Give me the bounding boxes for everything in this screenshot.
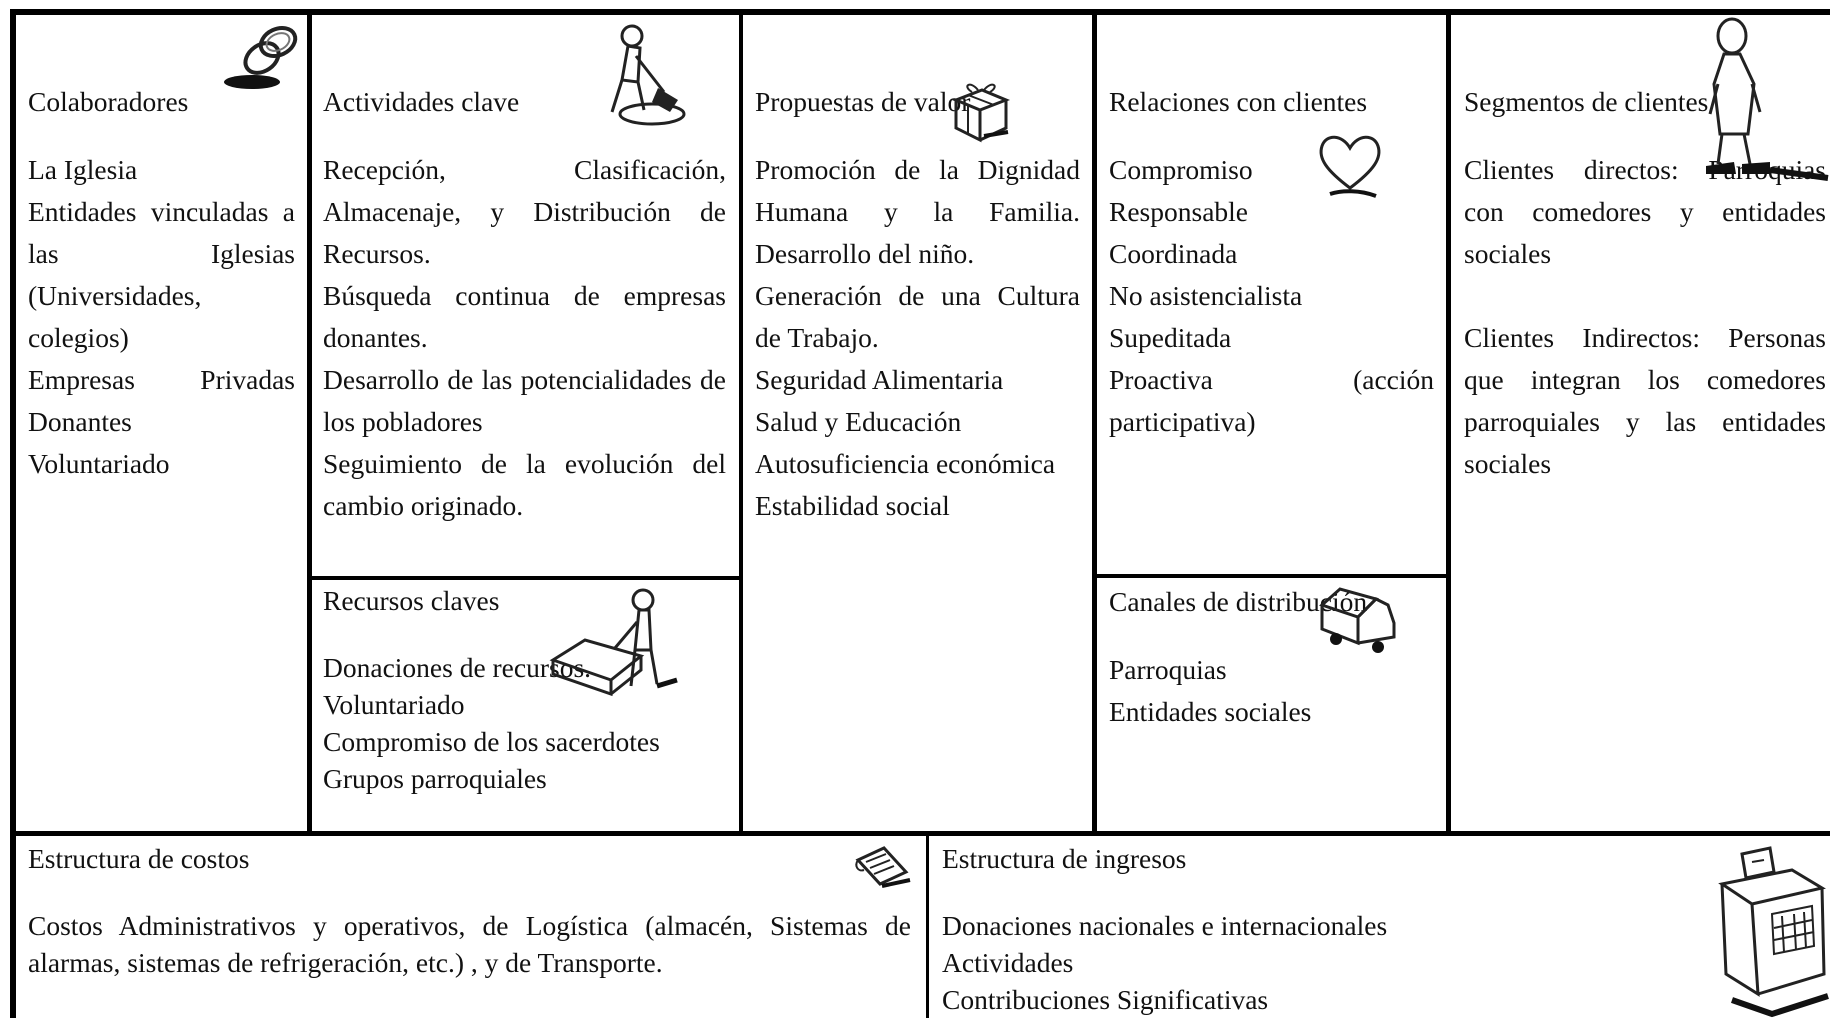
cash-register-icon (1712, 844, 1830, 1018)
channels-item: Parroquias (1109, 654, 1227, 685)
value-propositions-item: Autosuficiencia económica (755, 448, 1056, 479)
key-resources-section: Recursos claves Donaciones de recursos. … (323, 583, 726, 797)
worker-with-crate-icon (545, 586, 695, 698)
delivery-truck-icon (1318, 583, 1398, 663)
channels-item: Entidades sociales (1109, 696, 1312, 727)
key-partners-section: Colaboradores La Iglesia Entidades vincu… (28, 81, 295, 485)
value-propositions-title: Propuestas de valor (755, 86, 971, 117)
cost-structure-text: Costos Administrativos y operativos, de … (28, 910, 911, 978)
key-activities-title: Actividades clave (323, 86, 520, 117)
revenue-streams-item: Donaciones nacionales e internacionales (942, 910, 1388, 941)
border-left (10, 9, 16, 1018)
key-resources-title: Recursos claves (323, 585, 500, 616)
key-activities-item: Búsqueda continua de empresas donantes. (323, 280, 726, 353)
gift-icon (948, 78, 1012, 144)
customer-relationships-section: Relaciones con clientes Compromiso Respo… (1109, 81, 1434, 443)
customer-segments-title: Segmentos de clientes (1464, 86, 1709, 117)
receipt-icon (852, 844, 912, 890)
key-partners-item: Entidades vinculadas a las Iglesias (Uni… (28, 196, 295, 353)
key-partners-item: Empresas Privadas Donantes (28, 364, 295, 437)
divider-1 (307, 9, 312, 833)
customer-relationships-item: No asistencialista (1109, 280, 1303, 311)
customer-segments-section: Segmentos de clientes Clientes directos:… (1464, 81, 1826, 485)
value-propositions-item: Generación de una Cultura de Trabajo. (755, 280, 1080, 353)
key-resources-item: Voluntariado (323, 689, 465, 720)
key-activities-item: Recepción, Clasificación, Almacenaje, y … (323, 154, 726, 269)
key-resources-item: Compromiso de los sacerdotes (323, 726, 660, 757)
value-propositions-item: Estabilidad social (755, 490, 950, 521)
customer-segments-item: Clientes Indirectos: Personas que integr… (1464, 322, 1826, 479)
key-resources-item: Grupos parroquiales (323, 763, 547, 794)
divider-activities-resources (309, 576, 741, 580)
value-propositions-section: Propuestas de valor Promoción de la Dign… (755, 81, 1080, 527)
value-propositions-item: Seguridad Alimentaria (755, 364, 1004, 395)
revenue-streams-item: Actividades (942, 947, 1074, 978)
customer-segments-item: Clientes directos: Parroquias con comedo… (1464, 154, 1826, 269)
customer-relationships-item: Coordinada (1109, 238, 1238, 269)
revenue-streams-item: Contribuciones Significativas (942, 984, 1269, 1015)
cost-structure-section: Estructura de costos Costos Administrati… (28, 840, 911, 981)
key-partners-item: La Iglesia (28, 154, 138, 185)
value-propositions-item: Promoción de la Dignidad Humana y la Fam… (755, 154, 1080, 269)
key-partners-item: Voluntariado (28, 448, 170, 479)
divider-3 (1092, 9, 1097, 833)
divider-bottom (926, 833, 929, 1018)
customer-relationships-item: Responsable (1109, 196, 1249, 227)
key-activities-item: Desarrollo de las potencialidades de los… (323, 364, 726, 437)
customer-relationships-item: Proactiva (acción participativa) (1109, 364, 1434, 437)
standing-person-icon (1700, 14, 1830, 182)
revenue-streams-section: Estructura de ingresos Donaciones nacion… (942, 840, 1642, 1018)
divider-2 (739, 9, 743, 833)
divider-relationships-channels (1094, 574, 1448, 578)
linked-rings-icon (222, 20, 300, 92)
cost-structure-title: Estructura de costos (28, 843, 250, 874)
revenue-streams-title: Estructura de ingresos (942, 843, 1187, 874)
key-activities-section: Actividades clave Recepción, Clasificaci… (323, 81, 726, 527)
customer-relationships-title: Relaciones con clientes (1109, 86, 1368, 117)
heart-icon (1316, 130, 1384, 202)
border-middle (10, 831, 1830, 836)
divider-4 (1446, 9, 1451, 833)
worker-digging-icon (592, 22, 694, 126)
key-partners-title: Colaboradores (28, 86, 189, 117)
key-resources-item: Donaciones de recursos. (323, 652, 592, 683)
key-activities-item: Seguimiento de la evolución del cambio o… (323, 448, 726, 521)
customer-relationships-item: Compromiso (1109, 154, 1253, 185)
customer-relationships-item: Supeditada (1109, 322, 1232, 353)
value-propositions-item: Salud y Educación (755, 406, 962, 437)
border-top (10, 9, 1830, 15)
